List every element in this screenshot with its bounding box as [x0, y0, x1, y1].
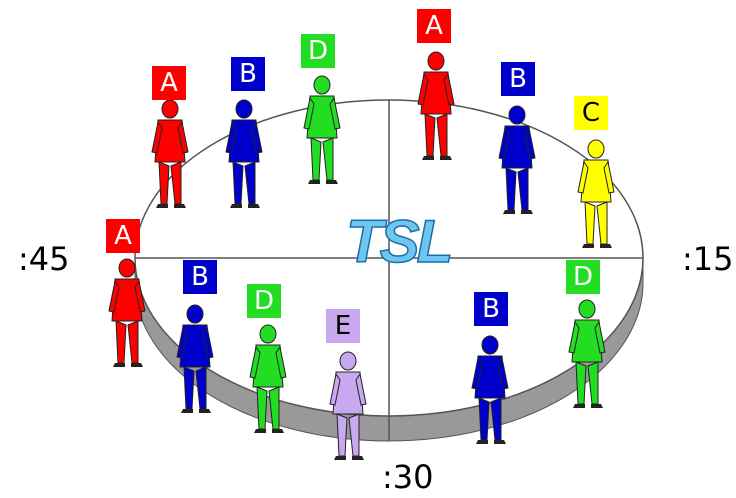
- figure-arms: [249, 345, 287, 379]
- badge-b: B: [474, 292, 508, 326]
- badge-c: C: [574, 96, 608, 130]
- figure-head: [587, 139, 605, 159]
- figure-head: [259, 324, 277, 344]
- badge-a: A: [417, 9, 451, 43]
- figure-feet: [503, 210, 533, 214]
- figure-head: [508, 105, 526, 125]
- figure-feet: [156, 204, 186, 208]
- person-figure-b: [498, 105, 536, 214]
- figure-head: [161, 99, 179, 119]
- figure-arms: [498, 126, 536, 160]
- person-figure-c: [577, 139, 615, 248]
- badge-d: D: [301, 34, 335, 68]
- figure-arms: [176, 325, 214, 359]
- person-figure-b: [471, 335, 509, 444]
- figure-arms: [303, 96, 341, 130]
- figure-arms: [577, 160, 615, 194]
- figure-arms: [108, 279, 146, 313]
- figure-feet: [181, 409, 211, 413]
- figure-head: [481, 335, 499, 355]
- person-figure-b: [225, 99, 263, 208]
- badge-a: A: [152, 66, 186, 100]
- figure-feet: [476, 440, 506, 444]
- time-label-left: :45: [18, 240, 70, 278]
- badge-d: D: [566, 260, 600, 294]
- person-figure-a: [151, 99, 189, 208]
- person-figure-b: [176, 304, 214, 413]
- badge-a: A: [106, 219, 140, 253]
- figure-arms: [417, 72, 455, 106]
- figure-head: [427, 51, 445, 71]
- badge-e: E: [326, 309, 360, 343]
- figure-feet: [573, 404, 603, 408]
- person-figure-a: [108, 258, 146, 367]
- person-figure-d: [249, 324, 287, 433]
- figure-feet: [334, 456, 364, 460]
- time-label-right: :15: [682, 240, 734, 278]
- figure-head: [339, 351, 357, 371]
- tsl-title: TSL: [345, 208, 454, 275]
- badge-b: B: [231, 57, 265, 91]
- badge-d: D: [247, 284, 281, 318]
- figure-head: [235, 99, 253, 119]
- person-figure-d: [303, 75, 341, 184]
- figure-feet: [422, 156, 452, 160]
- figure-head: [578, 299, 596, 319]
- figure-feet: [230, 204, 260, 208]
- time-label-bottom: :30: [382, 458, 434, 496]
- figure-arms: [225, 120, 263, 154]
- person-figure-e: [329, 351, 367, 460]
- badge-b: B: [501, 62, 535, 96]
- figure-head: [313, 75, 331, 95]
- figure-feet: [582, 244, 612, 248]
- figure-arms: [568, 320, 606, 354]
- person-figure-a: [417, 51, 455, 160]
- badge-b: B: [183, 260, 217, 294]
- figure-feet: [254, 429, 284, 433]
- figure-feet: [113, 363, 143, 367]
- figure-legs: [115, 320, 139, 364]
- figure-arms: [151, 120, 189, 154]
- figure-head: [186, 304, 204, 324]
- person-figure-d: [568, 299, 606, 408]
- figure-head: [118, 258, 136, 278]
- figure-feet: [308, 180, 338, 184]
- figure-arms: [329, 372, 367, 406]
- figure-arms: [471, 356, 509, 390]
